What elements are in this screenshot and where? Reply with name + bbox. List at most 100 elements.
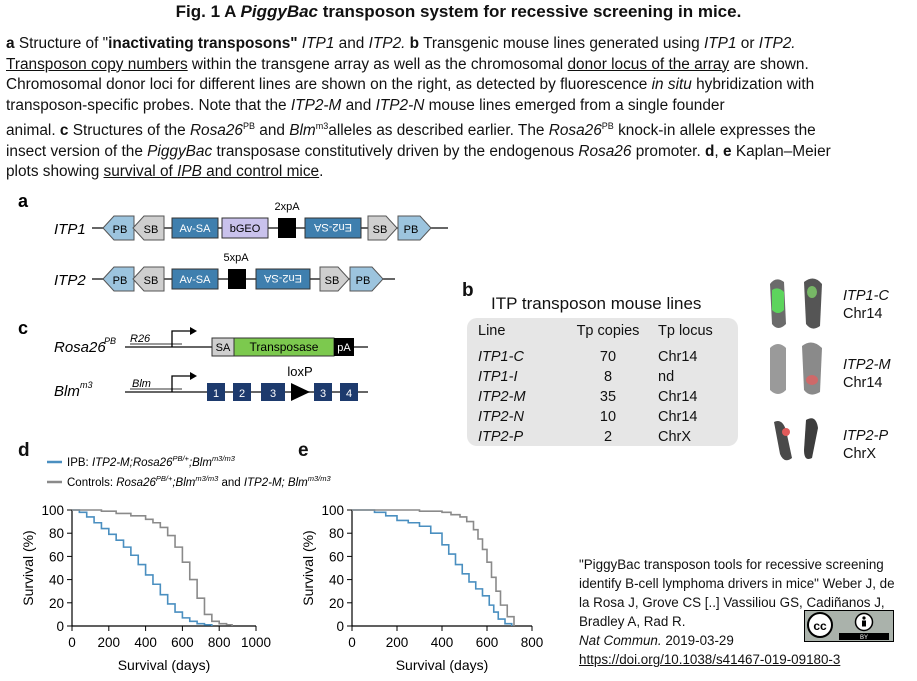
cc-by-badge: cc BY — [804, 610, 894, 642]
blm-sup: m3 — [80, 380, 93, 390]
itp1-sb-right — [367, 215, 398, 241]
fish-images — [770, 278, 822, 461]
caption-text: Transgenic mouse lines generated using — [419, 35, 704, 52]
itp1-en2sa — [304, 217, 362, 239]
blm-exon-1-label: 1 — [213, 388, 219, 400]
caption-sup: m3 — [315, 121, 329, 131]
title-italic: PiggyBac — [240, 2, 319, 21]
caption-line-2: Transposon copy numbers within the trans… — [6, 55, 908, 76]
caption-italic: PiggyBac — [147, 142, 213, 160]
rosa-sa-label: SA — [216, 342, 231, 354]
x-tick-label: 800 — [208, 635, 231, 650]
y-tick-label: 20 — [329, 596, 344, 611]
caption-text: transposon-specific probes. Note that th… — [6, 96, 291, 114]
x-tick-label: 0 — [68, 635, 76, 650]
series-controls-line — [352, 509, 515, 626]
cell-locus: Chr14 — [658, 389, 698, 405]
table-background — [467, 318, 738, 446]
caption-text: . — [319, 163, 324, 181]
itp1-polya-label: 2xpA — [274, 201, 300, 213]
caption-text: are shown. — [729, 55, 809, 73]
legend-ipb-mid: ;Blm — [189, 457, 212, 469]
citation-doi-link[interactable]: https://doi.org/10.1038/s41467-019-09180… — [579, 652, 841, 667]
blm-exon-3b — [314, 383, 332, 401]
caption-italic: ITP2-M — [290, 96, 342, 114]
caption-underlined-italic: IPB — [177, 163, 202, 181]
caption-text: knock-in allele expresses the — [613, 122, 816, 140]
blm-exon-1 — [207, 383, 225, 401]
blm-exon-2 — [233, 383, 251, 401]
y-tick-label: 0 — [336, 619, 344, 634]
caption-underlined: Transposon copy numbers — [6, 55, 188, 73]
by-text: BY — [860, 635, 868, 641]
legend-ctrl-sup3: m3/m3 — [308, 474, 332, 483]
caption-line-5: animal. c Structures of the Rosa26PB and… — [6, 116, 908, 142]
caption-underlined: donor locus of the array — [567, 55, 730, 73]
panel-a-diagram: a ITP1 PB SB Av-SA bGEO 2xpA En2-SA SB P… — [18, 191, 448, 292]
table-header-row: Line Tp copies Tp locus — [474, 321, 740, 347]
legend-ipb-genotype: ITP2-M;Rosa26 — [92, 457, 173, 469]
blm-promoter-arrowhead — [190, 372, 197, 380]
header-line: Line — [478, 323, 506, 339]
itp1-en2sa-label: En2-SA — [313, 221, 352, 233]
itp2-polya-block — [228, 269, 246, 289]
rosa-label: Rosa26 — [54, 339, 106, 356]
rosa-promoter-arrow — [171, 330, 190, 347]
x-tick-label: 600 — [476, 635, 499, 650]
legend-ipb-text: IPB: ITP2-M;Rosa26PB/+;Blmm3/m3 — [67, 454, 236, 469]
x-tick-label: 200 — [386, 635, 409, 650]
blm-exon-3a-label: 3 — [270, 388, 276, 400]
y-tick-label: 20 — [49, 596, 64, 611]
caption-text: insect version of the — [6, 142, 148, 160]
cell-locus: ChrX — [658, 429, 692, 445]
x-axis-label: Survival (days) — [396, 657, 489, 673]
caption-text: Structure of " — [14, 35, 109, 52]
legend-ctrl-mid: ;Blm — [172, 477, 195, 489]
series-controls-line — [72, 509, 233, 626]
itp1-avsa-label: Av-SA — [180, 223, 212, 235]
blm-exon-4 — [340, 383, 358, 401]
itp2-polya-label: 5xpA — [223, 252, 249, 264]
itp2-sb-left-label: SB — [144, 275, 159, 287]
y-tick-label: 80 — [49, 526, 64, 541]
panel-b-letter: b — [462, 280, 474, 301]
legend-ctrl-and: and — [218, 477, 244, 489]
x-tick-label: 1000 — [241, 635, 271, 650]
x-tick-label: 800 — [521, 635, 544, 650]
caption-text: , — [714, 142, 723, 160]
header-copies: Tp copies — [576, 323, 640, 339]
caption-line-6: insect version of the PiggyBac transposa… — [6, 142, 908, 163]
km-legend: IPB: ITP2-M;Rosa26PB/+;Blmm3/m3 Controls… — [47, 454, 331, 489]
caption-text: Kaplan–Meier — [731, 142, 831, 160]
caption-text: transposase constitutively driven by the… — [212, 142, 579, 160]
cell-copies: 10 — [599, 409, 617, 425]
cell-copies: 70 — [599, 349, 617, 365]
table-title: ITP transposon mouse lines — [491, 294, 702, 313]
itp2-pb-right — [349, 266, 384, 292]
caption-line-7: plots showing survival of IPB and contro… — [6, 162, 908, 183]
rosa-sup: PB — [104, 336, 116, 346]
x-tick-label: 0 — [348, 635, 356, 650]
legend-controls-text: Controls: Rosa26PB/+;Blmm3/m3 and ITP2-M… — [67, 474, 331, 489]
r26-label: R26 — [130, 333, 151, 345]
rosa-promoter-arrowhead — [190, 327, 197, 335]
citation-date: 2019-03-29 — [661, 633, 734, 648]
cell-line: ITP2-N — [478, 409, 524, 425]
citation: "PiggyBac transposon tools for recessive… — [579, 555, 914, 669]
y-tick-label: 40 — [49, 573, 64, 588]
fish-line: ITP2-M — [843, 357, 891, 373]
y-tick-label: 100 — [321, 503, 344, 518]
cell-locus: Chr14 — [658, 349, 698, 365]
fish-image-itp2-m — [770, 342, 822, 395]
itp2-en2sa-label: En2-SA — [263, 272, 302, 284]
caption-sup: PB — [601, 121, 614, 131]
fish-line: ITP1-C — [843, 288, 889, 304]
caption-b: b — [405, 35, 420, 52]
legend-ipb-prefix: IPB: — [67, 457, 92, 469]
transposase-label: Transposase — [250, 340, 319, 354]
itp2-pb-left-label: PB — [113, 275, 128, 287]
